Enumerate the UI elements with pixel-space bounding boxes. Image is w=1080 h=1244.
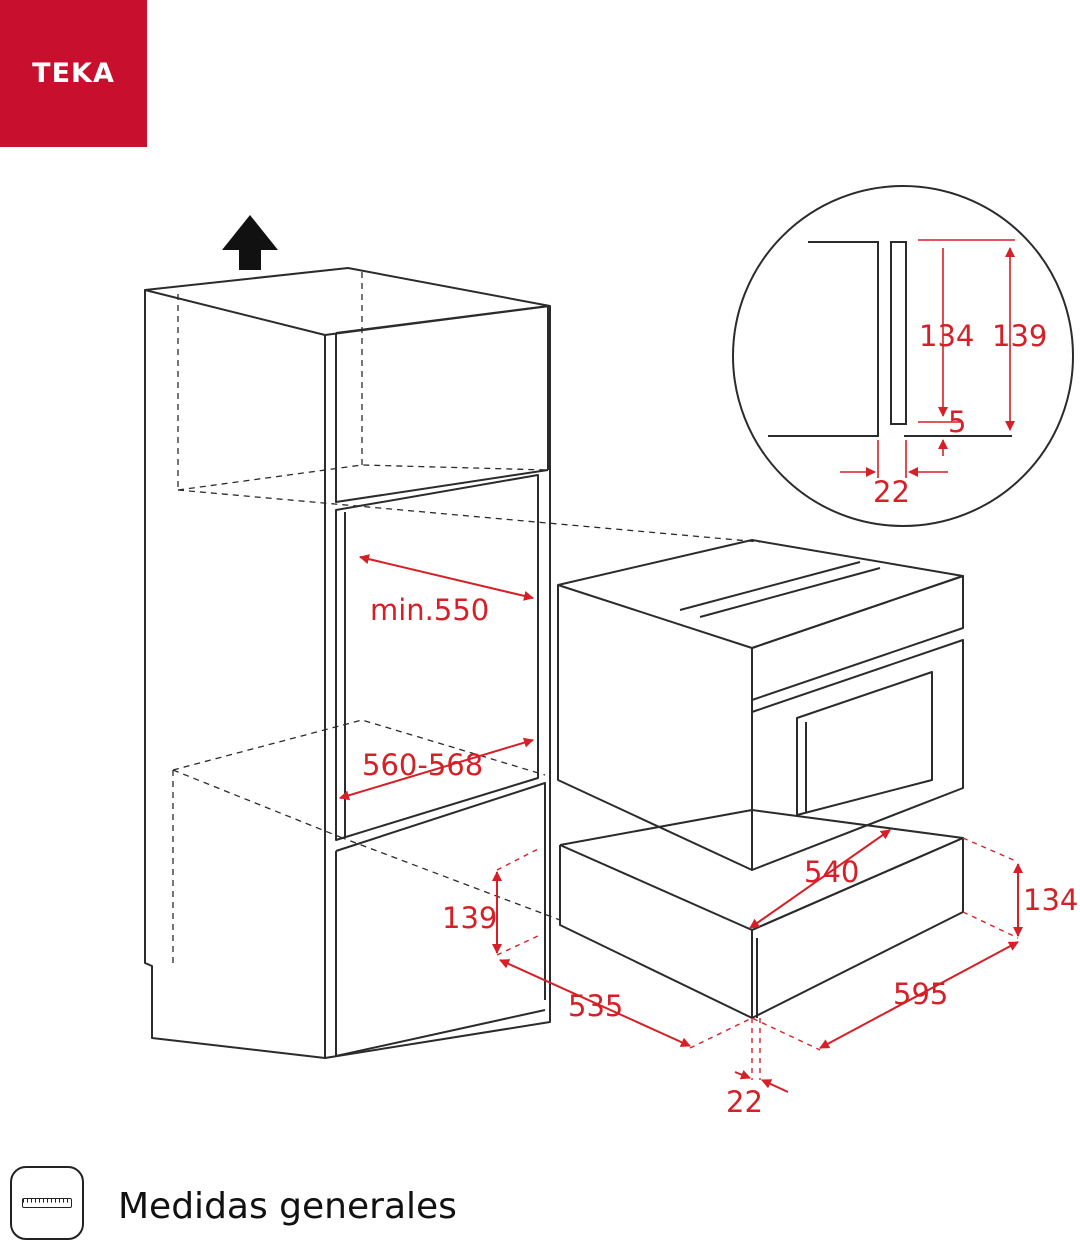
label-oven-depth: 540 bbox=[804, 855, 859, 889]
drawer-extension-lines bbox=[496, 837, 1019, 1080]
label-detail-22: 22 bbox=[873, 475, 910, 509]
ventilation-arrow-icon bbox=[222, 215, 278, 270]
ruler-icon bbox=[10, 1166, 84, 1240]
teka-logo: TEKA bbox=[0, 0, 147, 147]
ruler-shape bbox=[22, 1198, 72, 1208]
label-detail-134: 134 bbox=[919, 319, 974, 353]
label-detail-139: 139 bbox=[992, 319, 1047, 353]
label-drawer-height: 134 bbox=[1023, 883, 1078, 917]
label-front-offset: 22 bbox=[726, 1085, 763, 1119]
label-drawer-height-niche: 139 bbox=[442, 901, 497, 935]
installation-diagram: min.550 560-568 540 139 134 535 595 22 1… bbox=[144, 185, 1078, 1119]
label-drawer-depth: 535 bbox=[568, 989, 623, 1023]
label-niche-width: 560-568 bbox=[362, 748, 483, 782]
label-detail-5: 5 bbox=[948, 405, 966, 439]
cabinet bbox=[144, 267, 551, 1059]
label-min-depth: min.550 bbox=[370, 593, 489, 627]
dimension-arrows bbox=[339, 554, 1023, 1093]
label-drawer-width: 595 bbox=[893, 977, 948, 1011]
brand-name: TEKA bbox=[32, 58, 115, 89]
dimension-labels: min.550 560-568 540 139 134 535 595 22 1… bbox=[362, 319, 1078, 1119]
oven bbox=[557, 539, 964, 871]
detail-circle bbox=[732, 185, 1074, 527]
footer-title: Medidas generales bbox=[118, 1186, 457, 1227]
